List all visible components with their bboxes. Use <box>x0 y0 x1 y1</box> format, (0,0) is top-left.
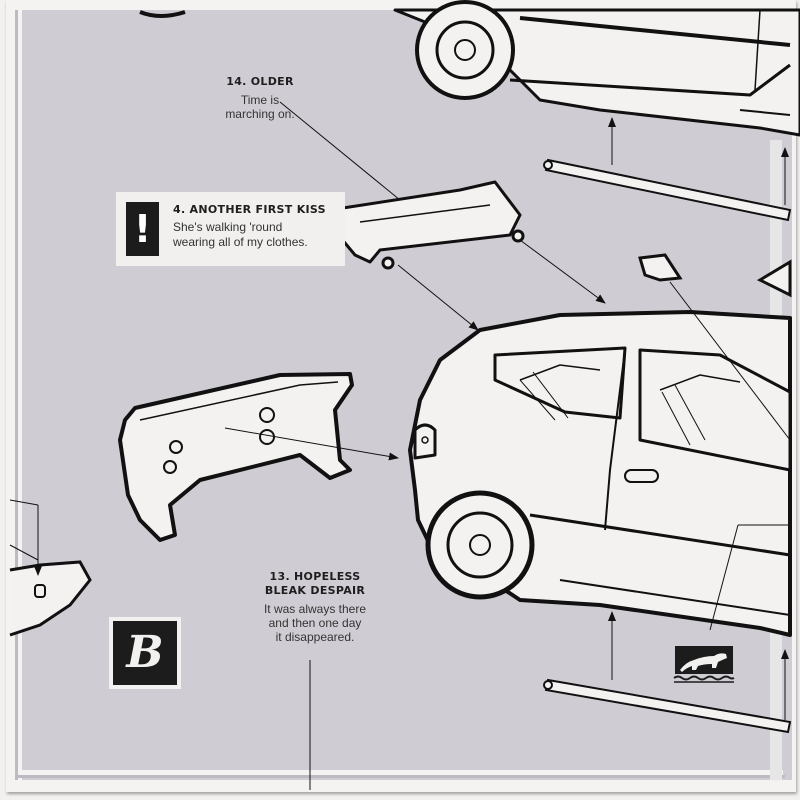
frame-rule-bottom <box>15 775 785 778</box>
annotation-title-line: 13. HOPELESS <box>269 570 361 583</box>
annotation-text: She's walking 'round wearing all of my c… <box>173 220 343 250</box>
annotation-hopeless-bleak-despair: 13. HOPELESS BLEAK DESPAIR It was always… <box>240 570 390 644</box>
rod-upper <box>543 158 792 222</box>
annotation-text-line: She's walking 'round <box>173 220 283 234</box>
annotation-title: 4. ANOTHER FIRST KISS <box>173 203 326 216</box>
annotation-text-line: Time is <box>240 93 280 107</box>
rear-bumper <box>118 372 354 542</box>
rear-spoiler <box>328 180 525 270</box>
annotation-text-line: wearing all of my clothes. <box>173 235 308 249</box>
annotation-text-line: It was always there <box>263 602 367 616</box>
side-b-letter: B <box>113 621 177 685</box>
leader-lines <box>9 101 791 790</box>
frame-rule-left <box>15 10 18 780</box>
annotation-title: 14. OLDER <box>226 75 294 88</box>
annotation-older: 14. OLDER Time is marching on. <box>190 75 330 121</box>
annotation-text-line: marching on. <box>225 107 295 121</box>
side-mirror <box>638 253 683 282</box>
top-car <box>393 0 800 137</box>
left-mount-part <box>9 560 92 637</box>
annotation-another-first-kiss: ! 4. ANOTHER FIRST KISS She's walking 'r… <box>116 192 345 266</box>
frame-gap-left <box>18 10 22 775</box>
main-car <box>408 310 792 637</box>
frame-gap-bottom <box>18 770 783 775</box>
partial-part-top-left <box>139 10 186 18</box>
annotation-text-line: it disappeared. <box>275 630 355 644</box>
rod-lower <box>543 678 792 734</box>
otter-logo-icon <box>673 646 735 683</box>
annotation-title-line: BLEAK DESPAIR <box>264 584 366 597</box>
side-b-badge: B <box>109 617 181 689</box>
exclamation-icon: ! <box>126 202 159 256</box>
partial-part-right <box>756 259 792 298</box>
annotation-text-line: and then one day <box>268 616 362 630</box>
